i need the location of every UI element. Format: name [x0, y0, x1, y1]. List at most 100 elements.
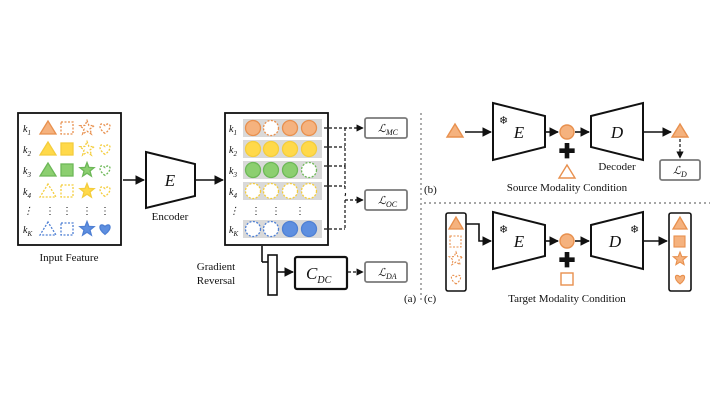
- panel-label-b: (b): [424, 184, 437, 196]
- target-input-heart: [450, 274, 462, 285]
- source-decoder-symbol: D: [610, 123, 624, 142]
- feature-circle: [262, 182, 280, 200]
- heart-icon: [99, 165, 111, 177]
- source-encoder-frozen-icon: ❄: [499, 115, 508, 127]
- square-icon: [60, 121, 74, 135]
- feature-circle: [281, 161, 299, 179]
- triangle-icon: [38, 140, 58, 156]
- loss-d-label: ℒD: [673, 165, 687, 179]
- source-plus-icon: ✚: [559, 141, 576, 163]
- source-decoder-block: [590, 101, 644, 162]
- target-input-square: [449, 235, 462, 248]
- feature-circle: [281, 182, 299, 200]
- triangle-icon: [38, 161, 58, 177]
- triangle-icon: [38, 119, 58, 135]
- feature-circle: [262, 119, 280, 137]
- source-output-triangle: [670, 122, 690, 138]
- target-encoder-frozen-icon: ❄: [499, 224, 508, 236]
- square-icon: [60, 184, 74, 198]
- input-row-label: k2: [23, 145, 31, 158]
- ellipsis-icon: ⋮: [82, 206, 92, 217]
- source-encoder-block: [492, 101, 546, 162]
- feature-circle: [300, 161, 318, 179]
- loss-mc-box: [364, 117, 408, 139]
- encoder-label: Encoder: [152, 211, 189, 223]
- ellipsis-icon: ⋮: [251, 206, 261, 217]
- ellipsis-icon: ⋮: [271, 206, 281, 217]
- input-row-label: kK: [23, 225, 32, 238]
- loss-connectors: [324, 127, 360, 230]
- encoded-row-label: k2: [229, 145, 237, 158]
- feature-circle: [244, 140, 262, 158]
- target-output-heart: [674, 274, 686, 285]
- input-row-label: k4: [23, 187, 31, 200]
- source-decoder-label: Decoder: [598, 161, 636, 173]
- star-icon: [78, 118, 96, 136]
- feature-circle: [300, 119, 318, 137]
- feature-circle: [281, 220, 299, 238]
- loss-da-box: [364, 261, 408, 283]
- feature-circle: [244, 161, 262, 179]
- encoder-symbol: E: [164, 171, 176, 190]
- domain-classifier-box: [293, 255, 349, 291]
- heart-icon: [99, 224, 111, 236]
- feature-circle: [300, 140, 318, 158]
- square-icon: [60, 222, 74, 236]
- encoded-row-label: ⋮: [229, 206, 239, 217]
- source-modality-caption: Source Modality Condition: [507, 182, 628, 194]
- target-output-star: [671, 250, 689, 266]
- star-icon: [78, 181, 96, 199]
- target-decoder-symbol: D: [608, 232, 622, 251]
- star-icon: [78, 139, 96, 157]
- triangle-icon: [38, 182, 58, 198]
- target-latent-circle: [559, 233, 575, 249]
- gradient-reversal-label-1: Gradient: [197, 261, 235, 273]
- feature-circle: [300, 182, 318, 200]
- feature-circle: [244, 220, 262, 238]
- target-input-triangle: [447, 215, 465, 230]
- feature-circle: [262, 140, 280, 158]
- source-input-triangle: [445, 122, 465, 138]
- gradient-reversal-layer: [267, 254, 278, 296]
- ellipsis-icon: ⋮: [45, 206, 55, 217]
- loss-d-box: [659, 159, 701, 181]
- triangle-icon: [38, 220, 58, 236]
- feature-circle: [300, 220, 318, 238]
- source-encoder-symbol: E: [513, 123, 525, 142]
- feature-circle: [244, 182, 262, 200]
- star-icon: [78, 219, 96, 237]
- source-latent-circle: [559, 124, 575, 140]
- target-decoder-block: [590, 210, 644, 271]
- target-input-star: [447, 250, 465, 266]
- loss-oc-label: ℒOC: [378, 195, 398, 209]
- encoded-row-label: k3: [229, 166, 237, 179]
- square-icon: [60, 142, 74, 156]
- target-decoder-frozen-icon: ❄: [630, 224, 639, 236]
- encoded-row-label: kK: [229, 225, 238, 238]
- star-icon: [78, 160, 96, 178]
- target-output-triangle: [671, 215, 689, 230]
- target-encoder-symbol: E: [513, 232, 525, 251]
- input-row-label: k3: [23, 166, 31, 179]
- target-plus-icon: ✚: [559, 250, 576, 272]
- loss-oc-box: [364, 189, 408, 211]
- feature-circle: [281, 140, 299, 158]
- input-row-label: ⋮: [23, 206, 33, 217]
- input-feature-label: Input Feature: [40, 252, 99, 264]
- encoded-row-label: k1: [229, 124, 237, 137]
- feature-circle: [244, 119, 262, 137]
- target-modality-caption: Target Modality Condition: [508, 293, 626, 305]
- square-icon: [60, 163, 74, 177]
- heart-icon: [99, 123, 111, 135]
- target-condition-square: [560, 272, 574, 286]
- arrow-target-to-encoder: [466, 223, 492, 246]
- heart-icon: [99, 144, 111, 156]
- gradient-reversal-label-2: Reversal: [197, 275, 235, 287]
- loss-mc-label: ℒMC: [378, 123, 399, 137]
- ellipsis-icon: ⋮: [62, 206, 72, 217]
- input-row-label: k1: [23, 124, 31, 137]
- feature-circle: [262, 220, 280, 238]
- encoder-block: [145, 150, 196, 210]
